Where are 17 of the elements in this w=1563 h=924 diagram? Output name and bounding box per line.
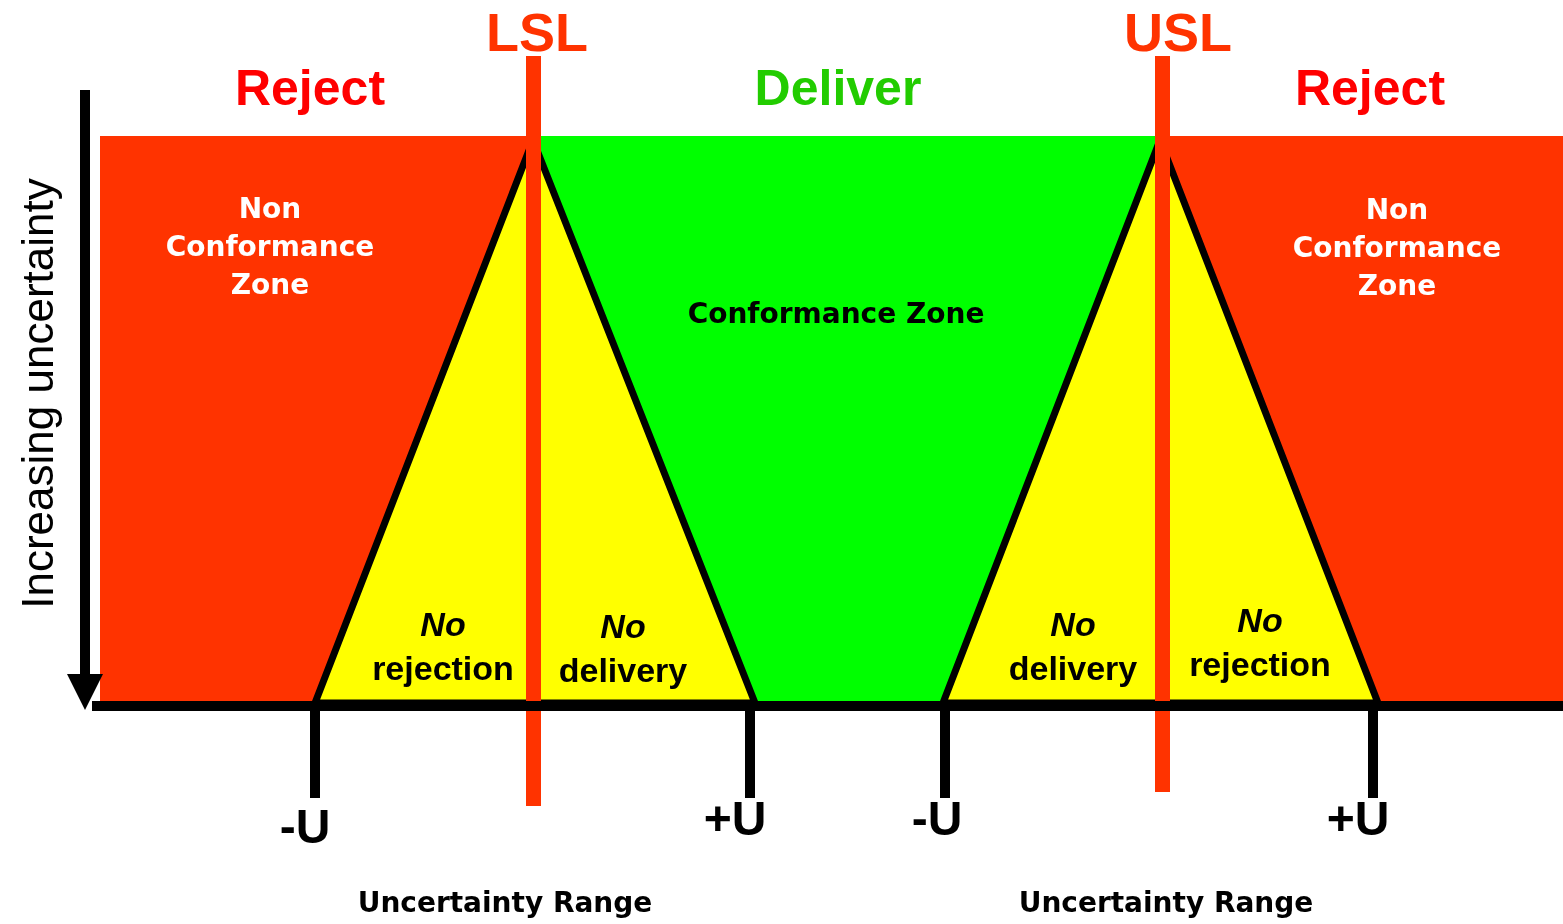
axis-label: Increasing uncertainty bbox=[11, 177, 63, 611]
zone-note: No rejection bbox=[1188, 600, 1332, 685]
zone-heading: Deliver bbox=[753, 59, 923, 118]
zone-label: Non Conformance Zone bbox=[1291, 192, 1503, 304]
zone-note: No delivery bbox=[1007, 604, 1139, 689]
tick-label: -U bbox=[278, 799, 332, 855]
zone-heading: Reject bbox=[233, 59, 387, 118]
zone-label: Non Conformance Zone bbox=[164, 191, 376, 303]
range-label: Uncertainty Range bbox=[1017, 886, 1315, 920]
zone-heading: Reject bbox=[1293, 59, 1447, 118]
tick-label: +U bbox=[1325, 791, 1391, 847]
zone-label: Conformance Zone bbox=[686, 296, 986, 332]
zone-note: No delivery bbox=[557, 606, 689, 691]
range-label: Uncertainty Range bbox=[356, 886, 654, 920]
limit-label: USL bbox=[1123, 1, 1233, 64]
zone-note: No rejection bbox=[371, 604, 515, 689]
limit-label: LSL bbox=[485, 1, 589, 64]
